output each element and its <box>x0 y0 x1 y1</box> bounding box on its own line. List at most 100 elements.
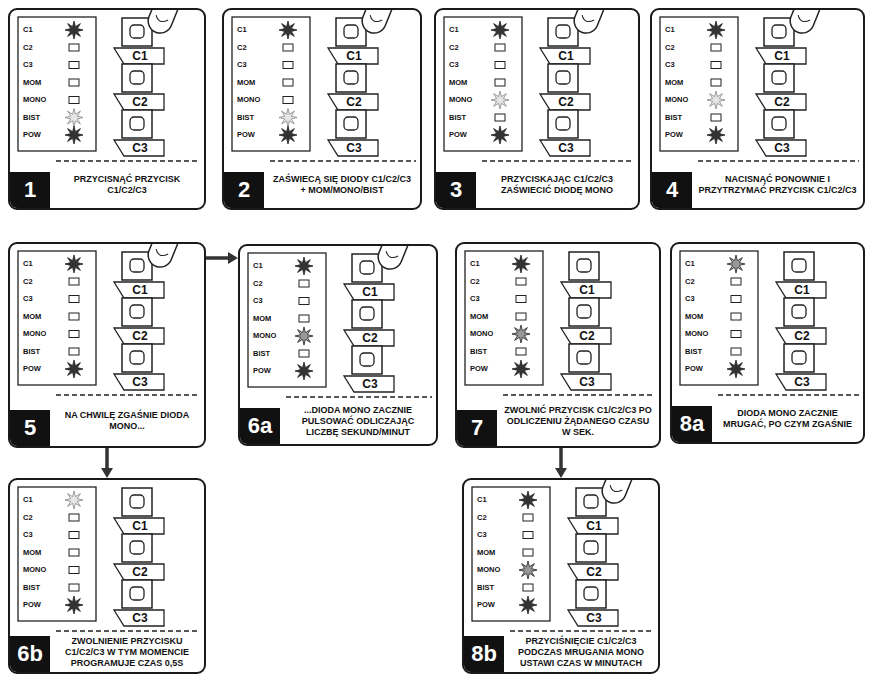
led-off <box>516 278 526 285</box>
button-tab <box>344 330 394 346</box>
led-frame <box>18 17 96 151</box>
led-label: BIST <box>477 584 494 592</box>
button-tab <box>561 374 611 390</box>
led-label: BIST <box>23 584 40 592</box>
step-number: 2 <box>224 172 264 208</box>
push-button <box>336 110 366 138</box>
led-label: POW <box>23 601 41 609</box>
led-label: C3 <box>23 531 33 539</box>
led-lit <box>519 596 537 614</box>
button-label: C2 <box>546 95 586 109</box>
separator <box>270 160 416 161</box>
button-cap <box>792 305 806 318</box>
button-tab <box>776 282 826 298</box>
push-button <box>352 346 382 374</box>
led-lit <box>295 257 313 275</box>
step-number: 7 <box>457 410 497 446</box>
button-cap <box>792 259 806 272</box>
button-label: C3 <box>334 141 374 155</box>
led-lit <box>512 325 530 343</box>
led-label: BIST <box>237 114 254 122</box>
step-panel: C1C2C3MOMMONOBISTPOWC1C2C37ZWOLNIĆ PRZYC… <box>455 242 661 448</box>
led-label: C3 <box>23 295 33 303</box>
step-number: 3 <box>436 172 476 208</box>
led-off <box>731 296 741 303</box>
led-label: MOM <box>23 549 41 557</box>
step-number: 5 <box>10 410 50 446</box>
button-cap <box>772 25 786 38</box>
push-button <box>122 110 152 138</box>
led-lit <box>519 561 537 579</box>
step-number: 8b <box>464 636 504 672</box>
push-button <box>122 488 152 516</box>
button-cap <box>584 587 598 600</box>
led-label: C1 <box>237 26 247 34</box>
led-off <box>283 79 293 86</box>
button-label: C1 <box>546 49 586 63</box>
button-cap <box>130 25 144 38</box>
button-label: C1 <box>782 283 822 297</box>
push-button <box>122 298 152 326</box>
led-label: C3 <box>449 61 459 69</box>
led-lit <box>279 126 297 144</box>
button-label: C3 <box>546 141 586 155</box>
led-lit <box>65 491 83 509</box>
button-tab <box>114 282 164 298</box>
led-label: MONO <box>253 332 276 340</box>
step-panel: C1C2C3MOMMONOBISTPOWC1C2C34NACISNĄĆ PONO… <box>650 8 865 210</box>
button-cap <box>130 587 144 600</box>
push-button <box>569 344 599 372</box>
separator <box>503 394 655 395</box>
button-label: C2 <box>567 329 607 343</box>
step-panel: C1C2C3MOMMONOBISTPOWC1C2C36a...DIODA MON… <box>238 244 438 446</box>
led-label: C1 <box>685 260 695 268</box>
button-cap <box>556 117 570 130</box>
led-label: MONO <box>665 96 688 104</box>
led-label: MOM <box>253 315 271 323</box>
led-frame <box>680 251 758 385</box>
led-off <box>69 313 79 320</box>
button-cap <box>130 259 144 272</box>
led-frame <box>18 251 96 385</box>
led-lit <box>65 255 83 273</box>
led-lit <box>65 21 83 39</box>
led-off <box>495 114 505 121</box>
led-label: C1 <box>23 496 33 504</box>
led-label: MOM <box>470 313 488 321</box>
led-frame <box>465 251 543 385</box>
button-cap <box>344 71 358 84</box>
led-label: C1 <box>449 26 459 34</box>
led-off <box>299 315 309 322</box>
button-label: C1 <box>574 519 614 533</box>
led-frame <box>660 17 738 151</box>
led-label: BIST <box>665 114 682 122</box>
button-cap <box>130 305 144 318</box>
step-number: 6b <box>10 636 50 672</box>
push-button <box>764 64 794 92</box>
led-off <box>711 62 721 69</box>
led-label: MOM <box>23 313 41 321</box>
led-off <box>69 584 79 591</box>
led-lit <box>279 21 297 39</box>
button-cap <box>130 351 144 364</box>
separator <box>698 160 859 161</box>
instruction-text: NACISNĄĆ PONOWNIE I PRZYTRZYMAĆ PRZYCISK… <box>698 164 857 206</box>
push-button <box>548 110 578 138</box>
separator <box>286 396 432 397</box>
led-off <box>731 331 741 338</box>
led-lit <box>512 360 530 378</box>
led-label: C3 <box>237 61 247 69</box>
button-cap <box>792 351 806 364</box>
led-lit <box>491 21 509 39</box>
led-lit <box>295 327 313 345</box>
button-tab <box>328 140 378 156</box>
button-tab <box>114 610 164 626</box>
step-panel: C1C2C3MOMMONOBISTPOWC1C2C33PRZYCISKAJĄC … <box>434 8 640 210</box>
button-label: C3 <box>782 375 822 389</box>
led-off <box>69 348 79 355</box>
button-cap <box>577 305 591 318</box>
button-label: C2 <box>334 95 374 109</box>
led-label: POW <box>237 131 255 139</box>
flow-arrow <box>101 448 113 478</box>
led-lit <box>295 362 313 380</box>
